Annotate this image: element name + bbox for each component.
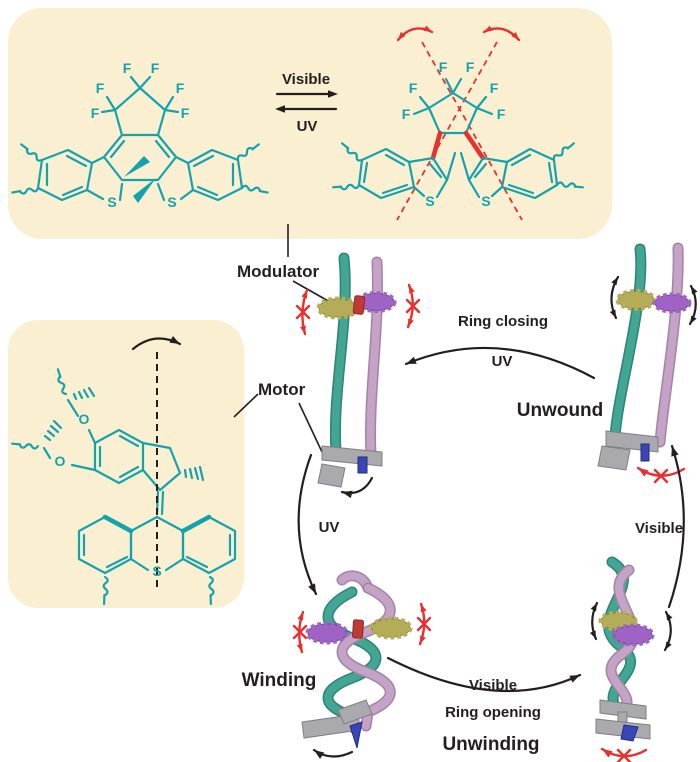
- f-atom-label: F: [91, 105, 100, 121]
- equilibrium-backward-label: UV: [297, 118, 318, 135]
- motor-label: Motor: [258, 380, 306, 399]
- equilibrium-forward-label: Visible: [282, 71, 330, 88]
- model-unwound: [597, 242, 698, 484]
- model-winding: [292, 570, 432, 759]
- arc-visible-unwound: [667, 444, 685, 609]
- photoswitch-equilibrium: Visible UV: [275, 71, 338, 135]
- motor-molecular-structure: O O S: [11, 335, 237, 606]
- s-atom-label: S: [107, 194, 116, 210]
- free-rotation-arrows: [609, 275, 698, 326]
- motor-base: [301, 699, 373, 759]
- visible-bottom-label: Visible: [469, 677, 517, 694]
- model-closed-straight: [295, 252, 421, 499]
- ring-closing-label: Ring closing: [458, 313, 548, 330]
- motor-pointer-line: [298, 402, 323, 453]
- locked-rotation-arrows: [292, 602, 432, 654]
- open-photoswitch-structure: F F F F F F S S: [332, 25, 585, 221]
- blocked-motor-arrow-icon: [635, 464, 649, 477]
- motor-panel-connector-line: [233, 393, 259, 418]
- s-atom-label: S: [152, 563, 161, 579]
- f-atom-label: F: [466, 59, 475, 75]
- gear-purple: [652, 292, 692, 314]
- gear-yellow: [369, 616, 413, 640]
- f-atom-label: F: [123, 60, 132, 76]
- state-winding-label: Winding: [242, 670, 317, 691]
- gear-purple: [611, 623, 655, 647]
- modulator-pointer-line: [292, 280, 331, 303]
- closed-switch-link: [352, 295, 366, 315]
- motor-base: [597, 430, 686, 484]
- locked-rotation-arrows: [295, 283, 421, 336]
- f-atom-label: F: [402, 106, 411, 122]
- f-atom-label: F: [490, 80, 499, 96]
- gear-yellow: [615, 289, 657, 311]
- f-atom-label: F: [409, 80, 418, 96]
- motor-base: [317, 445, 383, 499]
- callouts: Modulator Motor: [233, 224, 331, 453]
- arc-ring-closing: [404, 346, 596, 380]
- f-atom-label: F: [176, 80, 185, 96]
- state-unwound-label: Unwound: [517, 400, 604, 421]
- f-atom-label: F: [151, 60, 160, 76]
- state-unwinding-label: Unwinding: [442, 734, 539, 755]
- gear-purple: [305, 621, 349, 645]
- motor-rotation-arrow-icon: [311, 746, 325, 759]
- free-rotation-arrows: [589, 601, 673, 652]
- visible-right-label: Visible: [635, 520, 683, 537]
- f-atom-label: F: [181, 105, 190, 121]
- uv-left-label: UV: [319, 519, 340, 536]
- s-atom-label: S: [167, 194, 176, 210]
- s-atom-label: S: [481, 193, 490, 209]
- arc-ring-opening: [386, 656, 582, 693]
- modulator-label: Modulator: [237, 262, 320, 281]
- ring-opening-label: Ring opening: [445, 704, 541, 721]
- f-atom-label: F: [497, 106, 506, 122]
- o-atom-label: O: [55, 453, 66, 469]
- modulator-structure-panel: [8, 8, 612, 239]
- o-atom-label: O: [79, 411, 90, 427]
- closed-photoswitch-structure: F F F F F F S S: [11, 60, 269, 210]
- cycle-arrows: Ring closing UV UV Visible Ring opening …: [242, 313, 685, 755]
- arc-uv-winding: [297, 453, 318, 596]
- model-unwinding: [589, 556, 673, 762]
- closed-switch-link: [352, 619, 364, 639]
- gear-yellow: [316, 296, 360, 320]
- s-atom-label: S: [425, 193, 434, 209]
- uv-top-label: UV: [492, 353, 513, 370]
- motor-base: [595, 699, 651, 762]
- motor-structure-panel: [8, 320, 244, 608]
- f-atom-label: F: [96, 80, 105, 96]
- blocked-motor-arrow-icon: [599, 745, 613, 758]
- f-atom-label: F: [439, 59, 448, 75]
